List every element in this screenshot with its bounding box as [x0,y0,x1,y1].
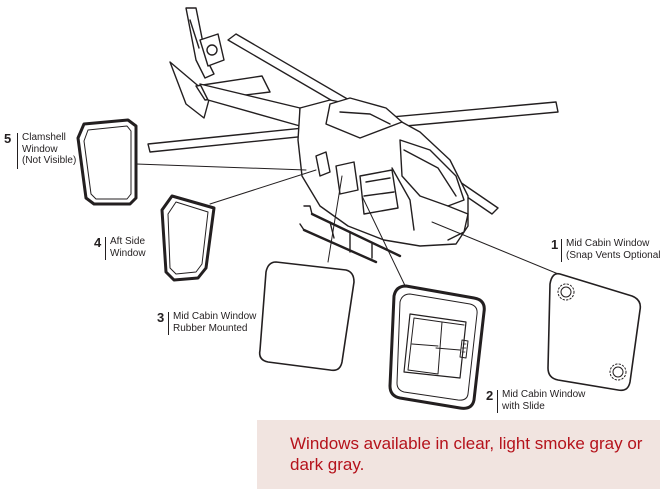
note-box: Windows available in clear, light smoke … [257,420,660,489]
callout-label: Mid Cabin Window with Slide [502,389,585,412]
snap-vent-icon [557,283,575,301]
window-4-aft-side [160,194,216,282]
leader-line-3 [327,175,343,263]
callout-number: 3 [157,310,165,325]
callout-label-line: Mid Cabin Window [566,238,650,249]
window-1-snap-vents [547,272,642,392]
callout-label: Mid Cabin Window Rubber Mounted [173,311,256,334]
window-2-with-slide [388,284,486,410]
callout-label-line: Mid Cabin Window [502,389,586,400]
callout-divider [17,133,18,169]
callout-label-line: (Snap Vents Optional) [566,249,660,261]
callout-number: 5 [4,131,12,146]
callout-divider [561,239,562,262]
callout-divider [105,237,106,260]
snap-vent-icon [609,363,627,381]
callout-number: 2 [486,388,494,403]
callout-label-line: Aft Side [110,236,146,247]
callout-label-line: Window [110,247,146,259]
callout-number: 1 [551,237,559,252]
callout-label-line: Clamshell [22,132,66,143]
leader-line-5 [135,163,307,171]
callout-label-line: Rubber Mounted [173,322,248,334]
leader-line-2 [361,195,411,297]
leader-line-1 [431,221,569,279]
leader-lines [135,163,569,297]
callout-label-line: (Not Visible) [22,155,77,166]
window-3-rubber-mounted [258,261,355,372]
callout-label-line: Mid Cabin Window [173,311,257,322]
callout-label-line: with Slide [502,400,545,412]
callout-label-line: Window [22,143,58,155]
helicopter-illustration [147,7,559,264]
callout-number: 4 [94,235,102,250]
window-5-clamshell [76,118,138,206]
callout-label: Clamshell Window (Not Visible) [22,132,76,167]
leader-line-4 [209,169,317,205]
callout-divider [497,390,498,413]
callout-label: Aft Side Window [110,236,146,259]
callout-label: Mid Cabin Window (Snap Vents Optional) [566,238,660,261]
note-text: Windows available in clear, light smoke … [290,434,643,474]
callout-divider [168,312,169,335]
